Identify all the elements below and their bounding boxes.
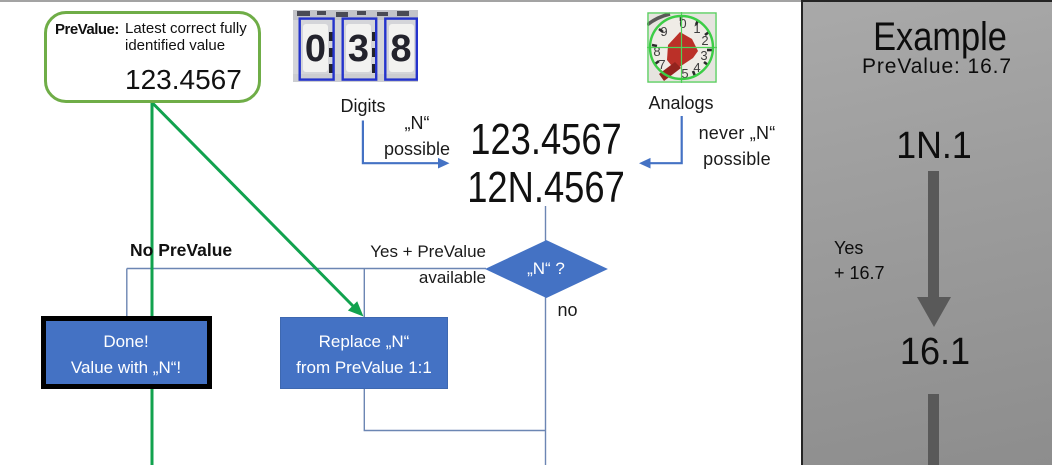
svg-text:5: 5 bbox=[681, 66, 688, 81]
svg-text:3: 3 bbox=[700, 48, 707, 63]
svg-text:8: 8 bbox=[653, 44, 660, 59]
svg-text:7: 7 bbox=[658, 57, 665, 72]
svg-text:9: 9 bbox=[660, 24, 667, 39]
svg-text:4: 4 bbox=[693, 60, 700, 75]
svg-text:0: 0 bbox=[305, 28, 326, 70]
svg-text:8: 8 bbox=[390, 28, 411, 70]
svg-text:0: 0 bbox=[679, 16, 686, 31]
svg-text:2: 2 bbox=[701, 33, 708, 48]
svg-text:3: 3 bbox=[348, 28, 369, 70]
svg-text:1: 1 bbox=[693, 21, 700, 36]
